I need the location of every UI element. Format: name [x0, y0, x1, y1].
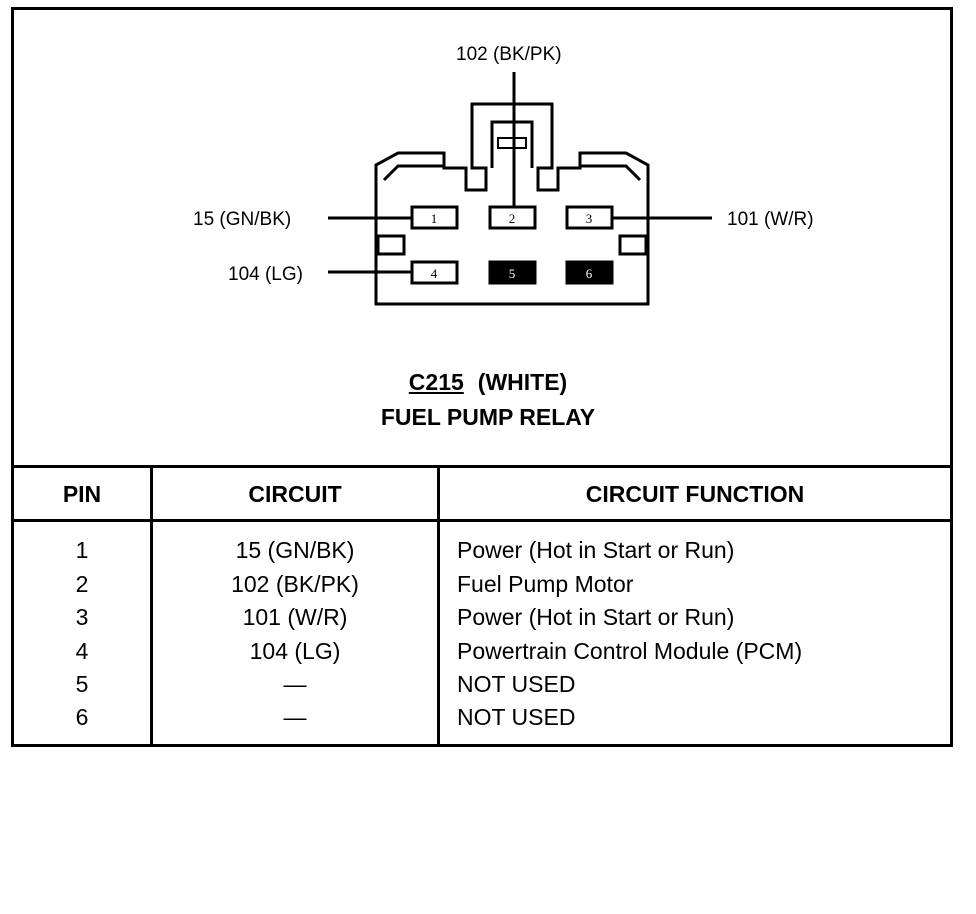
pin-cavity-1 — [410, 205, 459, 230]
pin-cavity-5 — [488, 260, 537, 285]
diagram-frame — [11, 7, 953, 747]
connector-title: C215 (WHITE) — [0, 371, 976, 394]
pin-number-3: 3 — [586, 211, 593, 226]
table-divider-2 — [437, 465, 440, 747]
connector-body — [374, 102, 650, 306]
cell-circuit: — — [283, 704, 307, 730]
cell-pin: 2 — [75, 571, 89, 597]
table-header-rule — [11, 519, 953, 522]
wire-label-left-top: 15 (GN/BK) — [193, 209, 292, 230]
cell-circuit: 15 (GN/BK) — [235, 537, 355, 563]
connector-code: C215 — [408, 369, 464, 395]
cell-circuit: 104 (LG) — [249, 638, 341, 664]
cell-function: Power (Hot in Start or Run) — [457, 537, 735, 563]
header-function: CIRCUIT FUNCTION — [585, 481, 805, 507]
connector-latch — [490, 120, 534, 168]
connector-chamfer-right — [580, 164, 642, 182]
pin-cavity-4 — [410, 260, 459, 285]
wire-label-top: 102 (BK/PK) — [456, 44, 562, 65]
pin-number-4: 4 — [431, 266, 438, 281]
table-divider-1 — [150, 465, 153, 747]
cell-function: NOT USED — [457, 704, 576, 730]
pin-cavity-2 — [488, 205, 537, 230]
pin-cavity-6 — [565, 260, 614, 285]
cell-circuit: 101 (W/R) — [242, 604, 348, 630]
cell-function: Fuel Pump Motor — [457, 571, 634, 597]
header-circuit: CIRCUIT — [248, 481, 342, 507]
connector-chamfer-left — [382, 164, 444, 182]
table-top-rule — [11, 465, 953, 468]
wire-label-right: 101 (W/R) — [727, 209, 814, 230]
cell-pin: 5 — [75, 671, 89, 697]
connector-color: (WHITE) — [477, 369, 568, 395]
cell-circuit: 102 (BK/PK) — [231, 571, 359, 597]
wire-label-left-bottom: 104 (LG) — [228, 264, 303, 285]
connector-key-right — [618, 234, 648, 256]
connector-latch-slot — [497, 137, 527, 149]
cell-function: Power (Hot in Start or Run) — [457, 604, 735, 630]
header-pin: PIN — [62, 481, 102, 507]
cell-pin: 1 — [75, 537, 89, 563]
cell-function: Powertrain Control Module (PCM) — [457, 638, 803, 664]
cell-pin: 6 — [75, 704, 89, 730]
cell-circuit: — — [283, 671, 307, 697]
connector-key-left — [376, 234, 406, 256]
pin-number-2: 2 — [509, 211, 516, 226]
pin-number-6: 6 — [586, 266, 593, 281]
cell-function: NOT USED — [457, 671, 576, 697]
connector-name: FUEL PUMP RELAY — [380, 404, 596, 430]
pin-number-1: 1 — [431, 211, 438, 226]
cell-pin: 3 — [75, 604, 89, 630]
cell-pin: 4 — [75, 638, 89, 664]
pin-cavity-3 — [565, 205, 614, 230]
pin-number-5: 5 — [509, 266, 516, 281]
